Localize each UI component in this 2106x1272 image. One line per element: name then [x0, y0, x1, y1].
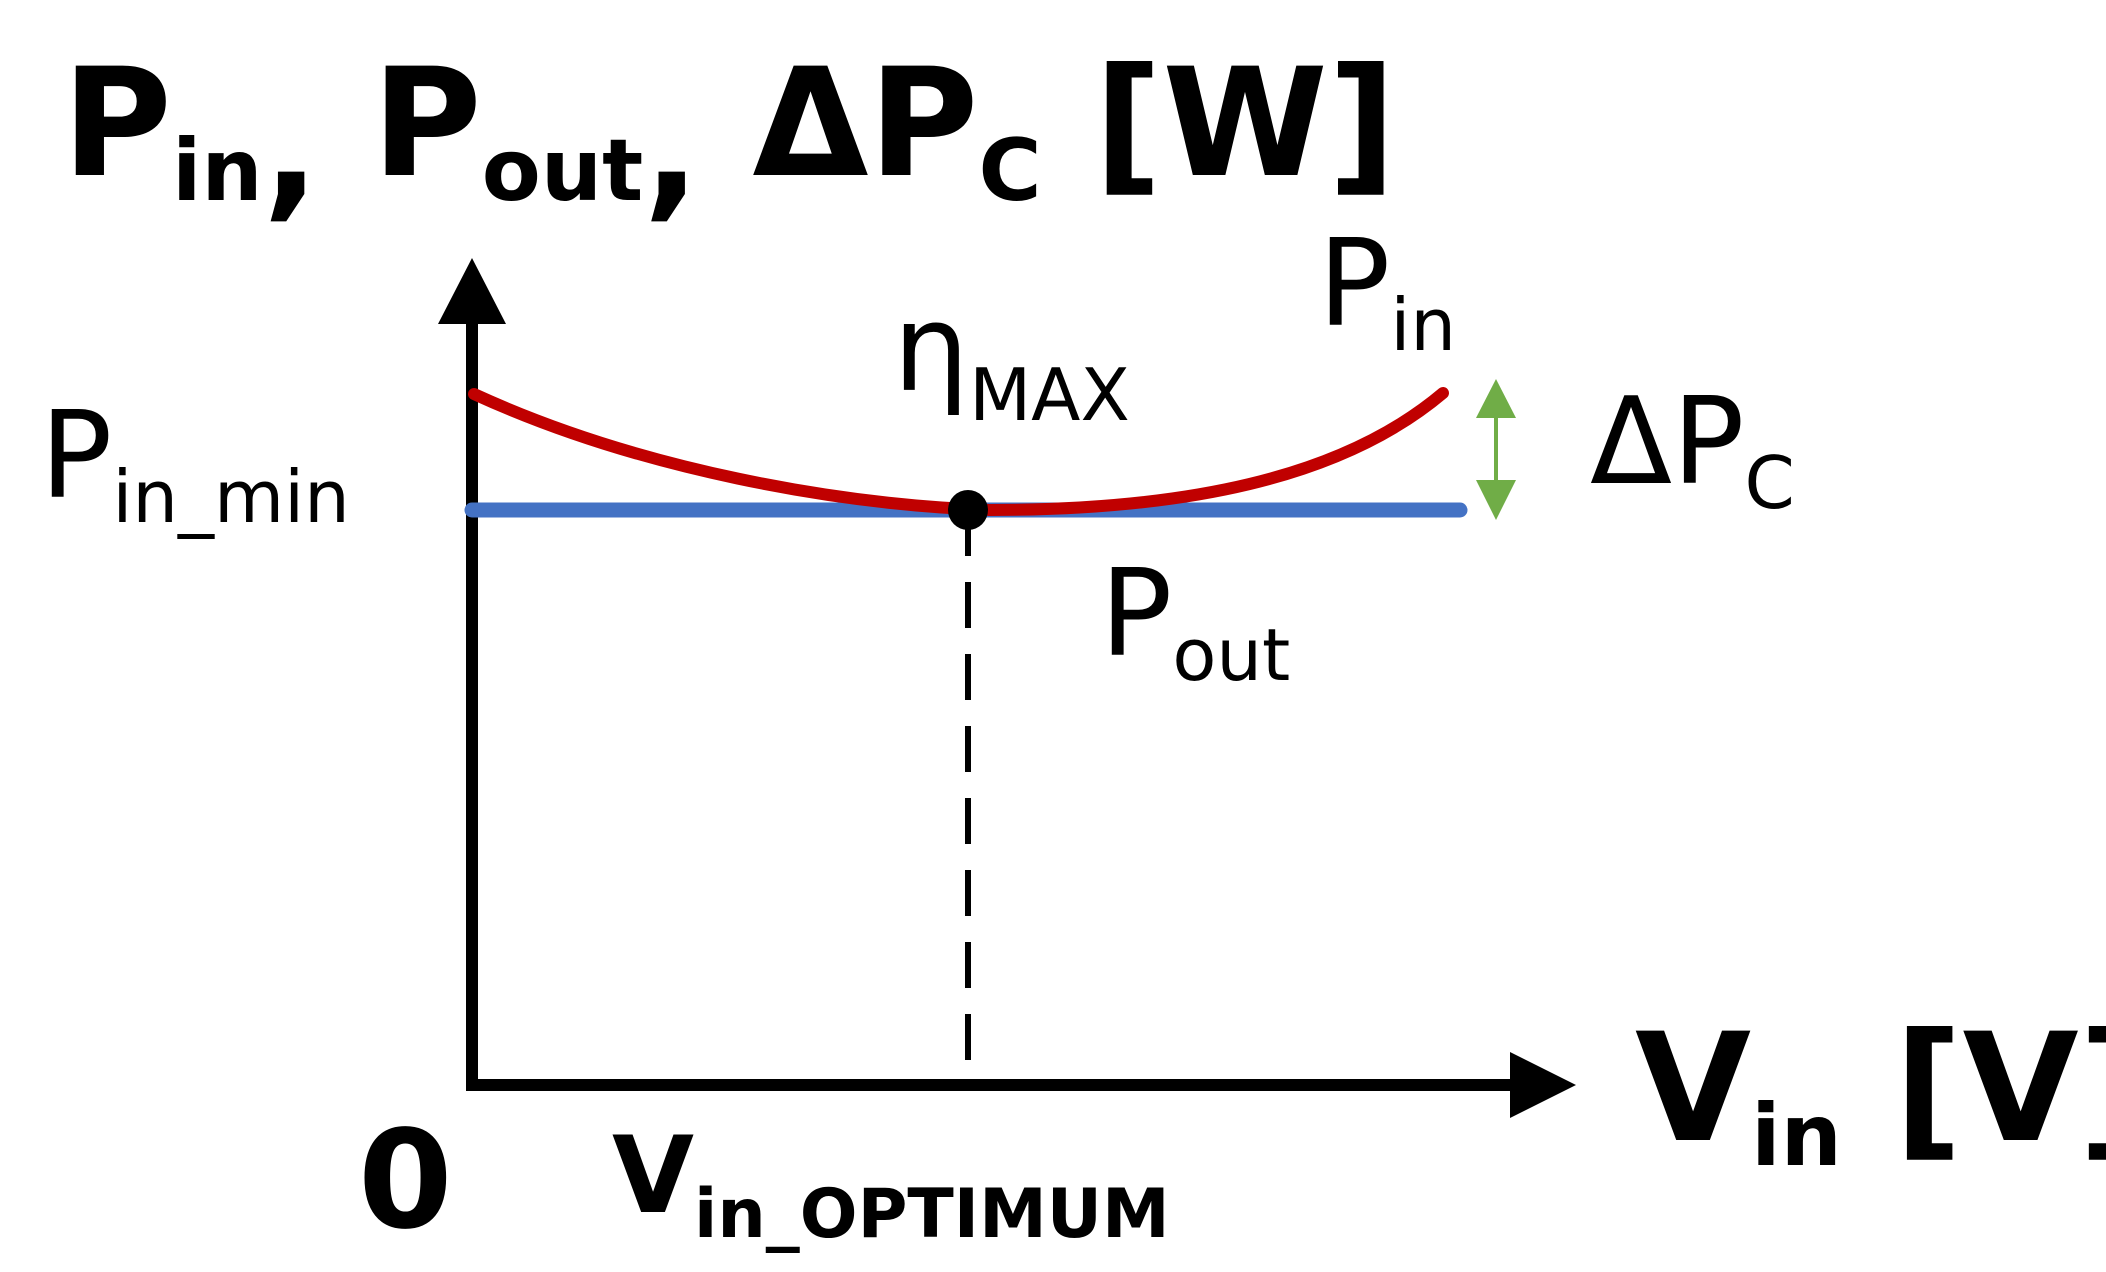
- y-title-pin-sub: in: [172, 121, 263, 221]
- eta-max-label: ηMAX: [893, 280, 1130, 437]
- y-title-dpc-sub: C: [978, 121, 1041, 221]
- pin-label-sub: in: [1390, 283, 1456, 367]
- y-axis-arrowhead: [438, 258, 506, 324]
- y-title-dpc: ΔP: [752, 37, 978, 211]
- pout-sub: out: [1172, 613, 1290, 697]
- y-title-unit: [W]: [1042, 37, 1397, 211]
- pin-curve-label: Pin: [1318, 215, 1456, 367]
- pin-min-main: P: [40, 387, 112, 526]
- vopt-sub: in_OPTIMUM: [694, 1175, 1170, 1254]
- pin-min-sub: in_min: [112, 455, 349, 539]
- pout-label: Pout: [1100, 545, 1290, 697]
- eta-max-marker: [948, 490, 988, 530]
- y-title-sep2: ,: [643, 62, 752, 236]
- delta-pc-arrow-up: [1476, 379, 1516, 418]
- vopt-main: V: [612, 1114, 694, 1237]
- delta-pc-arrow-down: [1476, 480, 1516, 520]
- x-axis-title: Vin [V]: [1635, 1002, 2106, 1186]
- x-title-sub: in: [1751, 1086, 1842, 1186]
- eta-sub: MAX: [969, 353, 1130, 437]
- y-title-pout: P: [372, 37, 482, 211]
- dpc-sub: C: [1744, 441, 1794, 525]
- pin-curve: [468, 387, 1449, 517]
- y-title-sep1: ,: [263, 62, 372, 236]
- eta-main: η: [893, 280, 969, 419]
- x-axis-arrowhead: [1510, 1052, 1576, 1118]
- x-title-unit: [V]: [1842, 1002, 2106, 1176]
- pout-main: P: [1100, 545, 1172, 684]
- origin-label: 0: [358, 1102, 453, 1260]
- y-title-pin: P: [62, 37, 172, 211]
- pin-label-main: P: [1318, 215, 1390, 354]
- vin-optimum-label: Vin_OPTIMUM: [612, 1114, 1170, 1254]
- y-axis-title: Pin, Pout, ΔPC [W]: [62, 37, 1396, 236]
- delta-pc-label: ΔPC: [1590, 373, 1795, 525]
- y-title-pout-sub: out: [482, 121, 643, 221]
- pin-min-label: Pin_min: [40, 387, 350, 539]
- dpc-main: ΔP: [1590, 373, 1744, 512]
- x-title-main: V: [1635, 1002, 1751, 1176]
